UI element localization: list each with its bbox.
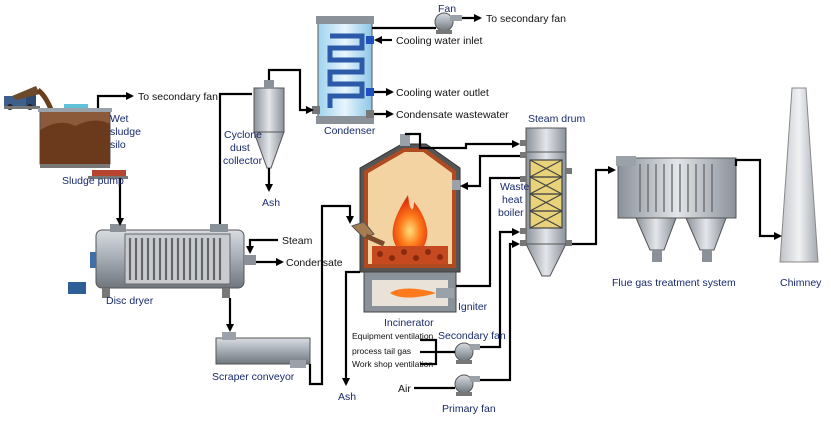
label-chimney: Chimney	[780, 277, 822, 289]
label-process-tail-gas: process tail gas	[352, 346, 411, 356]
fan-icon	[434, 12, 462, 34]
label-ash-incinerator: Ash	[338, 391, 356, 403]
label-condensate-wastewater: Condensate wastewater	[396, 109, 509, 121]
label-group: Wet sludge silo Sludge pump To secondary…	[62, 3, 822, 415]
secondary-fan-icon	[454, 342, 480, 364]
label-sludge: sludge	[110, 126, 141, 138]
label-flue-gas-treatment: Flue gas treatment system	[612, 277, 736, 289]
label-equipment-ventilation: Equipment ventilation	[352, 331, 434, 341]
label-cooling-water-outlet: Cooling water outlet	[396, 87, 489, 99]
label-incinerator: Incinerator	[384, 317, 434, 329]
flow-lines	[96, 14, 782, 390]
label-heat: heat	[502, 194, 523, 206]
label-condenser: Condenser	[324, 125, 376, 137]
label-waste: Waste	[500, 181, 530, 193]
label-steam-drum: Steam drum	[528, 113, 585, 125]
label-scraper-conveyor: Scraper conveyor	[212, 371, 295, 383]
label-igniter: Igniter	[458, 301, 488, 313]
condenser-icon	[312, 16, 374, 124]
label-secondary-fan: Secondary fan	[438, 330, 506, 342]
label-to-secondary-fan-2: To secondary fan	[486, 13, 566, 25]
primary-fan-icon	[454, 374, 480, 396]
label-air: Air	[398, 383, 411, 395]
label-fan: Fan	[438, 3, 456, 15]
sludge-pump-icon	[88, 170, 128, 179]
label-silo: silo	[110, 139, 126, 151]
waste-heat-boiler-icon	[520, 127, 572, 277]
label-workshop-ventilation: Work shop ventilation	[352, 359, 433, 369]
silo-icon	[38, 104, 112, 168]
label-steam: Steam	[282, 235, 313, 247]
label-cyclone: Cyclone	[224, 129, 262, 141]
label-ash-cyclone: Ash	[262, 197, 280, 209]
chimney-icon	[779, 87, 819, 263]
cyclone-icon	[253, 80, 285, 169]
label-collector: collector	[223, 155, 263, 167]
incinerator-icon	[351, 134, 461, 313]
label-sludge-pump: Sludge pump	[62, 175, 124, 187]
disc-dryer-icon	[68, 224, 256, 298]
label-wet: Wet	[110, 113, 129, 125]
label-dust: dust	[230, 142, 250, 154]
label-condensate: Condensate	[286, 257, 343, 269]
label-cooling-water-inlet: Cooling water inlet	[396, 35, 482, 47]
label-disc-dryer: Disc dryer	[106, 295, 154, 307]
label-primary-fan: Primary fan	[442, 403, 496, 415]
flue-gas-treatment-icon	[616, 156, 737, 262]
truck-ground	[4, 106, 40, 109]
label-boiler: boiler	[498, 207, 524, 219]
label-to-secondary-fan-1: To secondary fan	[138, 91, 218, 103]
scraper-conveyor-icon	[215, 332, 311, 368]
